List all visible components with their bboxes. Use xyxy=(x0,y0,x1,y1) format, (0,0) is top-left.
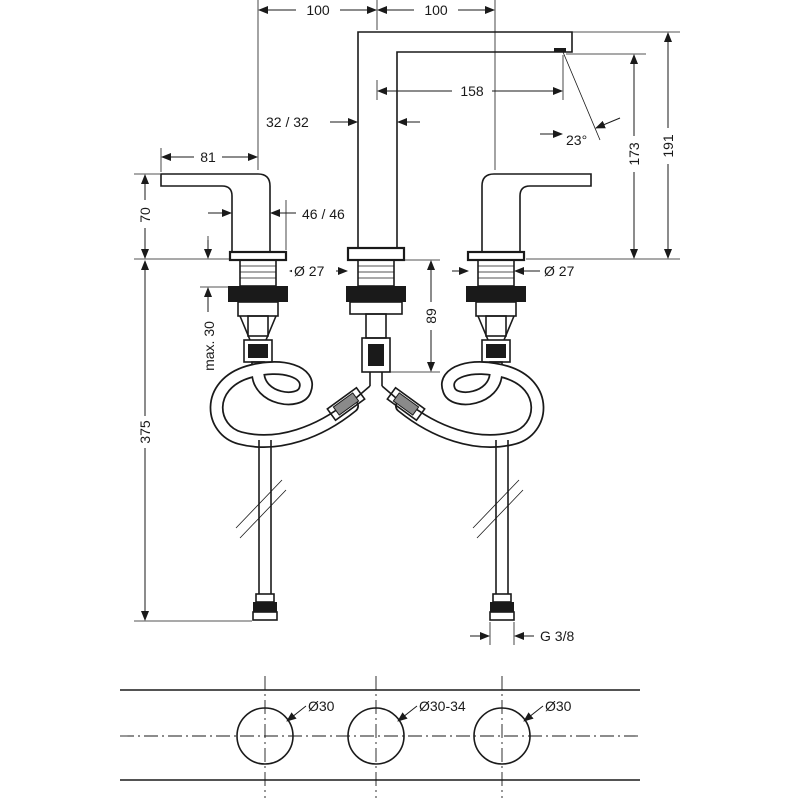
hole-right-label: Ø30 xyxy=(545,698,572,714)
dim-spout-angle: 23° xyxy=(566,132,587,148)
dimension-handle-body: 46 / 46 xyxy=(207,200,345,258)
dim-shank-left: Ø 27 xyxy=(294,263,325,279)
dimension-spacing: 100 100 xyxy=(257,0,496,170)
dimension-max-deck: max. 30 xyxy=(200,240,230,371)
dim-hose-length: 375 xyxy=(137,420,153,444)
dim-max-deck: max. 30 xyxy=(201,321,217,371)
center-valve-body xyxy=(346,259,406,386)
dim-spout-diameter: 32 / 32 xyxy=(266,114,309,130)
dim-right-spacing: 100 xyxy=(424,2,448,18)
right-supply-pipe xyxy=(472,440,524,621)
spout xyxy=(346,31,573,262)
dimension-hose-length: 375 xyxy=(134,260,252,622)
hole-center-label: Ø30-34 xyxy=(419,698,466,714)
dim-height-total: 191 xyxy=(660,134,676,158)
hole-labels: Ø30 Ø30-34 Ø30 xyxy=(286,698,572,722)
dim-handle-height: 70 xyxy=(137,207,153,223)
dim-thread: G 3/8 xyxy=(540,628,574,644)
left-valve-body xyxy=(228,259,288,373)
left-hose-loop xyxy=(209,361,359,448)
left-handle xyxy=(160,173,288,262)
dimension-shanks: Ø 27 Ø 27 xyxy=(289,262,575,280)
dim-height-outlet: 173 xyxy=(626,142,642,166)
deck-hole-pattern xyxy=(120,676,640,798)
right-hose-loop xyxy=(395,361,545,448)
dim-shank-right: Ø 27 xyxy=(544,263,575,279)
dim-hose-connector: 89 xyxy=(423,308,439,324)
dim-handle-reach: 81 xyxy=(200,149,216,165)
right-valve-body xyxy=(466,259,526,373)
dimension-handle-reach: 81 xyxy=(160,148,258,172)
hole-left-label: Ø30 xyxy=(308,698,335,714)
dim-spout-reach: 158 xyxy=(460,83,484,99)
dimension-spout-diameter: 32 / 32 xyxy=(266,114,420,130)
dimension-heights-right: 173 191 xyxy=(526,31,680,260)
dimension-handle-height: 70 xyxy=(134,173,230,260)
dimension-thread: G 3/8 xyxy=(470,622,574,645)
hose-connectors xyxy=(326,385,426,422)
dim-left-spacing: 100 xyxy=(306,2,330,18)
left-supply-pipe xyxy=(235,440,287,621)
dimension-hose-connector: 89 xyxy=(388,259,440,373)
dimension-spout-reach: 158 xyxy=(376,55,564,100)
dimension-spout-angle: 23° xyxy=(540,51,621,148)
dim-handle-body: 46 / 46 xyxy=(302,206,345,222)
right-handle xyxy=(466,173,592,262)
